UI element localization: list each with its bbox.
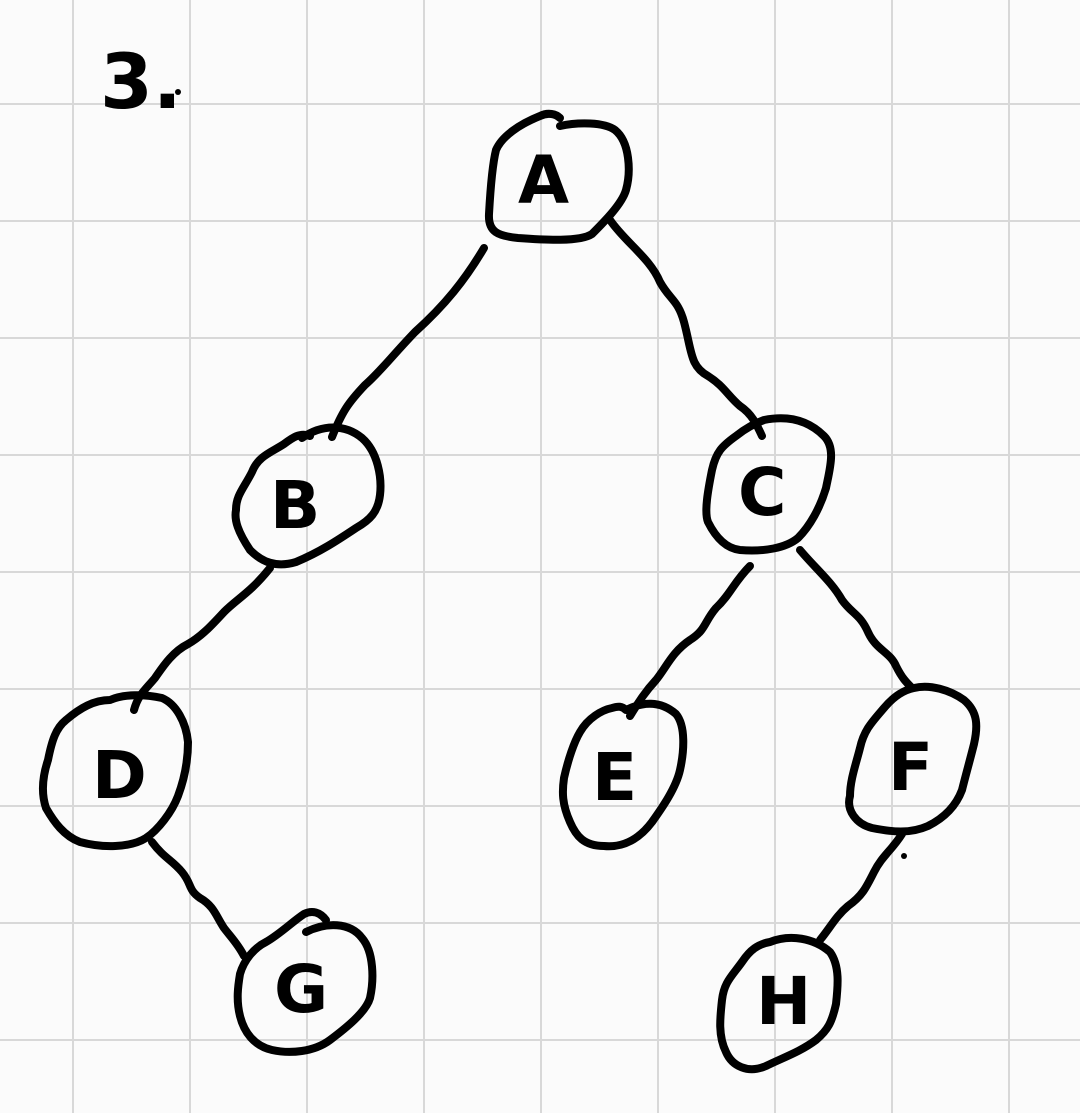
node-e-label: E — [592, 739, 637, 816]
pen-dot — [175, 89, 181, 95]
tree-edges — [130, 216, 916, 960]
edge-b-d — [130, 564, 274, 714]
node-g-label: G — [274, 951, 328, 1028]
node-d-label: D — [92, 737, 147, 814]
node-b: B — [231, 423, 385, 569]
node-d: D — [38, 691, 192, 851]
pen-dot — [901, 853, 907, 859]
node-h-label: H — [756, 963, 811, 1040]
node-f-circle — [845, 682, 981, 836]
node-f: F — [845, 682, 981, 836]
node-b-circle — [231, 423, 385, 569]
node-c-label: C — [738, 454, 786, 531]
node-b-label: B — [270, 467, 320, 544]
problem-number: 3. — [100, 37, 182, 126]
node-h: H — [716, 933, 842, 1074]
node-g: G — [233, 908, 377, 1056]
node-a: A — [484, 109, 633, 244]
edge-d-g — [148, 838, 248, 960]
node-f-label: F — [888, 729, 933, 806]
node-e: E — [558, 699, 688, 851]
node-a-circle — [484, 109, 633, 244]
node-c-circle — [702, 414, 835, 555]
edge-c-e — [626, 562, 754, 720]
node-a-label: A — [518, 142, 569, 219]
edge-a-b — [328, 244, 488, 441]
node-c: C — [702, 414, 835, 555]
node-g-circle — [233, 908, 377, 1056]
edge-a-c — [606, 216, 766, 440]
node-e-circle — [558, 699, 688, 851]
edge-f-h — [816, 830, 906, 944]
node-d-circle — [38, 691, 192, 851]
edge-c-f — [796, 546, 916, 692]
node-h-circle — [716, 933, 842, 1074]
